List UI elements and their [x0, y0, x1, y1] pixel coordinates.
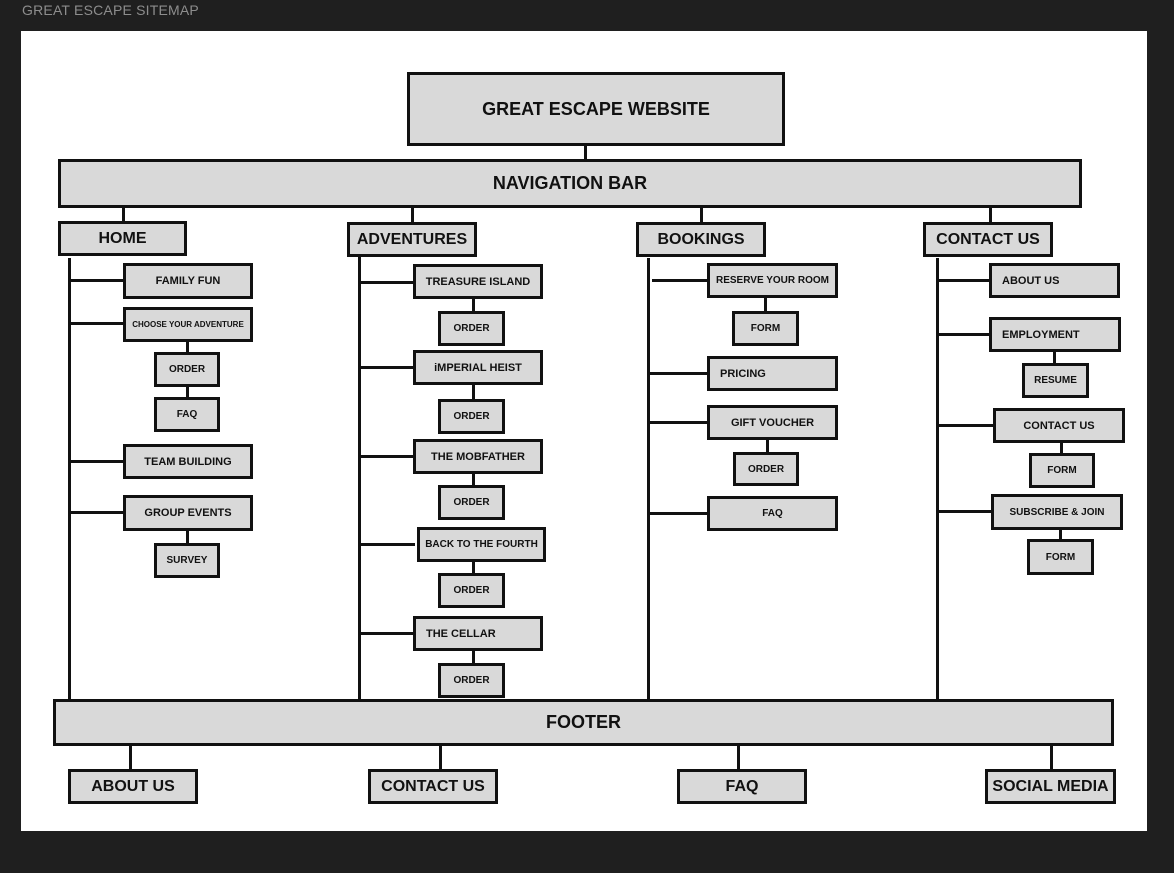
- footer-faq-node[interactable]: FAQ: [677, 769, 807, 804]
- branch: [361, 543, 415, 546]
- connector: [411, 207, 414, 224]
- choose-your-adventure-node[interactable]: CHOOSE YOUR ADVENTURE: [123, 307, 253, 342]
- mobfather-order-node[interactable]: ORDER: [438, 485, 505, 520]
- connector: [472, 382, 475, 401]
- connector: [1050, 744, 1053, 771]
- footer-node[interactable]: FOOTER: [53, 699, 1114, 746]
- footer-contact-us-node[interactable]: CONTACT US: [368, 769, 498, 804]
- connector: [472, 649, 475, 665]
- back-to-the-fourth-node[interactable]: BACK TO THE FOURTH: [417, 527, 546, 562]
- adventures-trunk: [358, 257, 361, 700]
- home-trunk: [68, 258, 71, 700]
- contact-us-child-node[interactable]: CONTACT US: [993, 408, 1125, 443]
- connector: [439, 744, 442, 771]
- branch: [650, 421, 709, 424]
- resume-node[interactable]: RESUME: [1022, 363, 1089, 398]
- subscribe-join-node[interactable]: SUBSCRIBE & JOIN: [991, 494, 1123, 530]
- gift-voucher-node[interactable]: GIFT VOUCHER: [707, 405, 838, 440]
- branch: [71, 460, 125, 463]
- root-node[interactable]: GREAT ESCAPE WEBSITE: [407, 72, 785, 146]
- branch: [939, 510, 993, 513]
- connector: [1053, 349, 1056, 365]
- about-us-node[interactable]: ABOUT US: [989, 263, 1120, 298]
- connector: [122, 207, 125, 223]
- team-building-node[interactable]: TEAM BUILDING: [123, 444, 253, 479]
- connector: [129, 744, 132, 771]
- app-title: GREAT ESCAPE SITEMAP: [22, 2, 199, 18]
- pricing-node[interactable]: PRICING: [707, 356, 838, 391]
- connector: [1059, 527, 1062, 541]
- sitemap-canvas: GREAT ESCAPE WEBSITE NAVIGATION BAR HOME…: [21, 31, 1147, 831]
- choose-adventure-faq-node[interactable]: FAQ: [154, 397, 220, 432]
- adventures-node[interactable]: ADVENTURES: [347, 222, 477, 257]
- connector: [186, 385, 189, 399]
- branch: [652, 279, 709, 282]
- group-events-node[interactable]: GROUP EVENTS: [123, 495, 253, 531]
- bookings-node[interactable]: BOOKINGS: [636, 222, 766, 257]
- branch: [71, 511, 125, 514]
- branch: [650, 372, 709, 375]
- bookings-trunk: [647, 258, 650, 700]
- navigation-bar-node[interactable]: NAVIGATION BAR: [58, 159, 1082, 208]
- back-to-fourth-order-node[interactable]: ORDER: [438, 573, 505, 608]
- choose-adventure-order-node[interactable]: ORDER: [154, 352, 220, 387]
- connector: [472, 560, 475, 575]
- connector: [766, 438, 769, 455]
- treasure-island-node[interactable]: TREASURE ISLAND: [413, 264, 543, 299]
- contact-us-form-node[interactable]: FORM: [1029, 453, 1095, 488]
- employment-node[interactable]: EMPLOYMENT: [989, 317, 1121, 352]
- footer-social-media-node[interactable]: SOCIAL MEDIA: [985, 769, 1116, 804]
- branch: [939, 424, 995, 427]
- subscribe-form-node[interactable]: FORM: [1027, 539, 1094, 575]
- imperial-heist-node[interactable]: iMPERIAL HEIST: [413, 350, 543, 385]
- survey-node[interactable]: SURVEY: [154, 543, 220, 578]
- connector: [472, 472, 475, 487]
- home-node[interactable]: HOME: [58, 221, 187, 256]
- gift-voucher-order-node[interactable]: ORDER: [733, 452, 799, 486]
- reserve-your-room-node[interactable]: RESERVE YOUR ROOM: [707, 263, 838, 298]
- bookings-faq-node[interactable]: FAQ: [707, 496, 838, 531]
- branch: [939, 333, 991, 336]
- connector: [700, 207, 703, 224]
- connector: [989, 207, 992, 224]
- branch: [361, 455, 415, 458]
- branch: [650, 512, 709, 515]
- treasure-island-order-node[interactable]: ORDER: [438, 311, 505, 346]
- branch: [361, 366, 415, 369]
- connector: [584, 143, 587, 161]
- contact-trunk: [936, 258, 939, 700]
- the-cellar-order-node[interactable]: ORDER: [438, 663, 505, 698]
- family-fun-node[interactable]: FAMILY FUN: [123, 263, 253, 299]
- connector: [764, 296, 767, 313]
- branch: [361, 632, 415, 635]
- contact-us-node[interactable]: CONTACT US: [923, 222, 1053, 257]
- connector: [737, 744, 740, 771]
- imperial-heist-order-node[interactable]: ORDER: [438, 399, 505, 434]
- connector: [1060, 441, 1063, 455]
- footer-about-us-node[interactable]: ABOUT US: [68, 769, 198, 804]
- connector: [186, 529, 189, 545]
- branch: [71, 279, 125, 282]
- reserve-room-form-node[interactable]: FORM: [732, 311, 799, 346]
- the-cellar-node[interactable]: THE CELLAR: [413, 616, 543, 651]
- branch: [939, 279, 991, 282]
- connector: [472, 297, 475, 313]
- branch: [361, 281, 415, 284]
- mobfather-node[interactable]: THE MOBFATHER: [413, 439, 543, 474]
- connector: [186, 340, 189, 354]
- branch: [71, 322, 125, 325]
